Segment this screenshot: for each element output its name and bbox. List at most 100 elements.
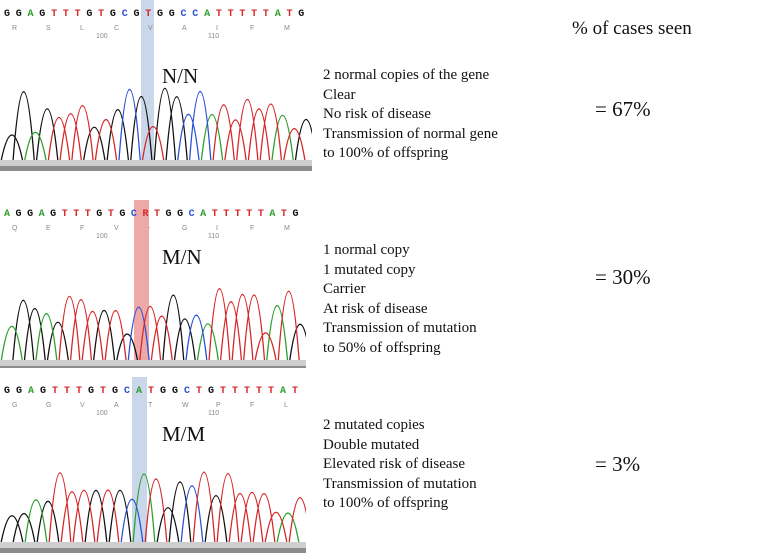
base-call: G: [96, 209, 102, 220]
base-call: A: [4, 209, 10, 220]
position-label: 110: [208, 410, 219, 417]
base-call: T: [251, 9, 257, 20]
base-call: G: [110, 9, 116, 20]
amino-acid: I: [216, 25, 218, 32]
amino-acid: A: [182, 25, 187, 32]
amino-acid: L: [284, 402, 288, 409]
base-call: G: [177, 209, 183, 220]
amino-acid: F: [80, 225, 84, 232]
base-call: G: [86, 9, 92, 20]
trace-g: [12, 294, 306, 361]
base-call: T: [63, 9, 69, 20]
base-call: T: [256, 386, 262, 397]
description-line: Clear: [323, 86, 356, 103]
description-line: to 50% of offspring: [323, 339, 441, 356]
position-label: 100: [96, 33, 108, 40]
base-call: T: [154, 209, 160, 220]
trace-t: [47, 98, 306, 161]
description-nn: 2 normal copies of the gene Clear No ris…: [323, 66, 498, 164]
description-line: 2 mutated copies: [323, 417, 425, 433]
description-line: 1 normal copy: [323, 242, 410, 258]
amino-acid: F: [250, 25, 254, 32]
trace-c: [127, 306, 208, 361]
base-call: T: [232, 386, 238, 397]
trace-a: [24, 473, 300, 543]
base-call: R: [142, 209, 148, 220]
base-call: T: [239, 9, 245, 20]
scrollbar[interactable]: [0, 166, 312, 171]
base-call: G: [169, 9, 175, 20]
base-call: T: [244, 386, 250, 397]
base-call: G: [4, 386, 10, 397]
base-call: T: [292, 386, 298, 397]
base-call: G: [160, 386, 166, 397]
base-call: G: [119, 209, 125, 220]
base-call: T: [75, 9, 81, 20]
base-call: T: [62, 209, 68, 220]
scrollbar[interactable]: [0, 548, 306, 553]
amino-acid: C: [114, 25, 119, 32]
amino-acid: V: [114, 225, 119, 232]
description-line: Transmission of normal gene: [323, 125, 498, 142]
amino-acid: -: [148, 225, 151, 232]
amino-acid: M: [284, 225, 290, 232]
amino-acid: E: [46, 225, 51, 232]
base-call: T: [263, 9, 269, 20]
genotype-label-mn: M/N: [162, 245, 202, 269]
base-call: G: [133, 9, 139, 20]
base-call: C: [122, 9, 128, 20]
genotype-label-nn: N/N: [162, 64, 199, 88]
base-call: G: [166, 209, 172, 220]
amino-acid: G: [46, 402, 51, 409]
base-call: G: [16, 386, 22, 397]
description-mn: 1 normal copy 1 mutated copy Carrier At …: [323, 241, 477, 359]
scrollbar[interactable]: [0, 366, 306, 368]
trace-g: [0, 481, 228, 543]
base-call: T: [286, 9, 292, 20]
description-line: to 100% of offspring: [323, 495, 449, 512]
amino-acid: T: [148, 402, 153, 409]
percent-header: % of cases seen: [572, 18, 692, 39]
base-call: G: [112, 386, 118, 397]
description-line: 1 mutated copy: [323, 261, 416, 278]
base-call: C: [192, 9, 198, 20]
base-call: T: [196, 386, 202, 397]
description-line: No risk of disease: [323, 106, 431, 123]
base-call: G: [4, 9, 10, 20]
base-call: T: [148, 386, 154, 397]
base-call: A: [204, 9, 210, 20]
base-call: A: [200, 209, 206, 220]
description-line: 2 normal copies of the gene: [323, 67, 490, 83]
base-call: T: [216, 9, 222, 20]
base-call: C: [181, 9, 187, 20]
base-call: T: [268, 386, 274, 397]
description-mm: 2 mutated copies Double mutated Elevated…: [323, 416, 477, 514]
base-call: T: [51, 9, 57, 20]
base-call: T: [258, 209, 264, 220]
genotype-label-mm: M/M: [162, 422, 206, 446]
base-call: A: [269, 209, 275, 220]
base-call: C: [184, 386, 190, 397]
amino-acid: Q: [12, 225, 18, 232]
trace-c: [118, 88, 212, 161]
description-line: Carrier: [323, 281, 366, 298]
position-label: 110: [208, 233, 219, 240]
base-call: T: [64, 386, 70, 397]
amino-acid: I: [216, 225, 218, 232]
baseline-bar: [0, 542, 306, 548]
amino-acid: M: [284, 25, 290, 32]
base-call: T: [220, 386, 226, 397]
base-call: G: [172, 386, 178, 397]
base-call: G: [88, 386, 94, 397]
base-call: T: [145, 9, 151, 20]
amino-acid: R: [12, 25, 17, 32]
amino-acid: V: [148, 25, 153, 32]
base-call: G: [50, 209, 56, 220]
